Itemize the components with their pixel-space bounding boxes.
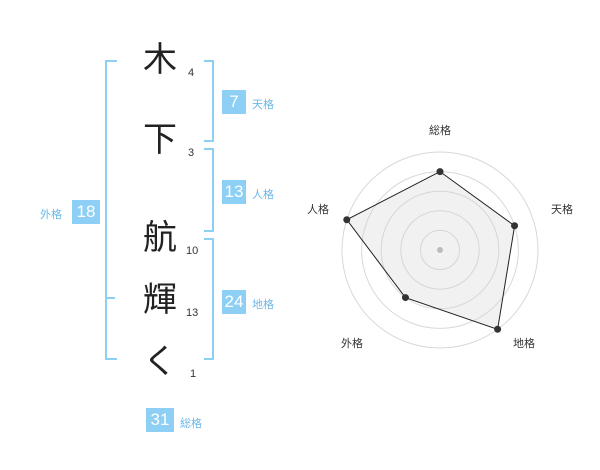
radar-ring bbox=[361, 171, 519, 329]
stroke-count-3: 10 bbox=[186, 245, 199, 257]
stroke-count-5: 1 bbox=[190, 368, 197, 380]
gaikaku-bracket bbox=[105, 60, 117, 360]
radar-ring bbox=[419, 229, 461, 271]
stroke-count-2: 3 bbox=[188, 147, 195, 159]
stroke-count-4: 13 bbox=[186, 307, 199, 319]
radar-polygon bbox=[346, 171, 516, 330]
tenkaku-value: 7 bbox=[222, 90, 246, 114]
jinkaku-value: 13 bbox=[222, 180, 246, 204]
radar-axis-label-soukaku: 総格 bbox=[429, 124, 451, 137]
name-char-5: く bbox=[143, 342, 177, 382]
radar-center-dot bbox=[437, 247, 443, 253]
radar-point-5 bbox=[343, 216, 351, 224]
soukaku-value: 31 bbox=[146, 408, 174, 432]
radar-ring bbox=[400, 210, 480, 290]
stroke-count-1: 4 bbox=[188, 67, 195, 79]
radar-axis-label-jinkaku: 人格 bbox=[307, 203, 329, 216]
name-char-1: 木 bbox=[143, 40, 177, 80]
name-char-4: 輝 bbox=[143, 280, 177, 320]
radar-point-2 bbox=[511, 222, 519, 230]
name-char-2: 下 bbox=[143, 120, 177, 160]
gaikaku-value: 18 bbox=[72, 200, 100, 224]
radar-axis-label-tenkaku: 天格 bbox=[551, 203, 573, 216]
tenkaku-label: 天格 bbox=[252, 98, 274, 111]
radar-point-1 bbox=[436, 168, 444, 176]
name-char-3: 航 bbox=[143, 218, 177, 258]
gaikaku-bracket-divider bbox=[105, 297, 115, 299]
tenkaku-bracket bbox=[204, 60, 214, 142]
radar-axis-label-gaikaku: 外格 bbox=[341, 337, 363, 350]
radar-ring bbox=[380, 190, 500, 310]
radar-axis-label-chikaku: 地格 bbox=[513, 337, 535, 350]
jinkaku-label: 人格 bbox=[252, 188, 274, 201]
radar-point-3 bbox=[494, 325, 502, 333]
gaikaku-label: 外格 bbox=[40, 208, 62, 221]
radar-point-4 bbox=[401, 294, 409, 302]
jinkaku-bracket bbox=[204, 148, 214, 232]
chikaku-value: 24 bbox=[222, 290, 246, 314]
soukaku-label: 総格 bbox=[180, 417, 202, 430]
radar-ring bbox=[341, 151, 539, 349]
chikaku-label: 地格 bbox=[252, 298, 274, 311]
chikaku-bracket bbox=[204, 238, 214, 360]
